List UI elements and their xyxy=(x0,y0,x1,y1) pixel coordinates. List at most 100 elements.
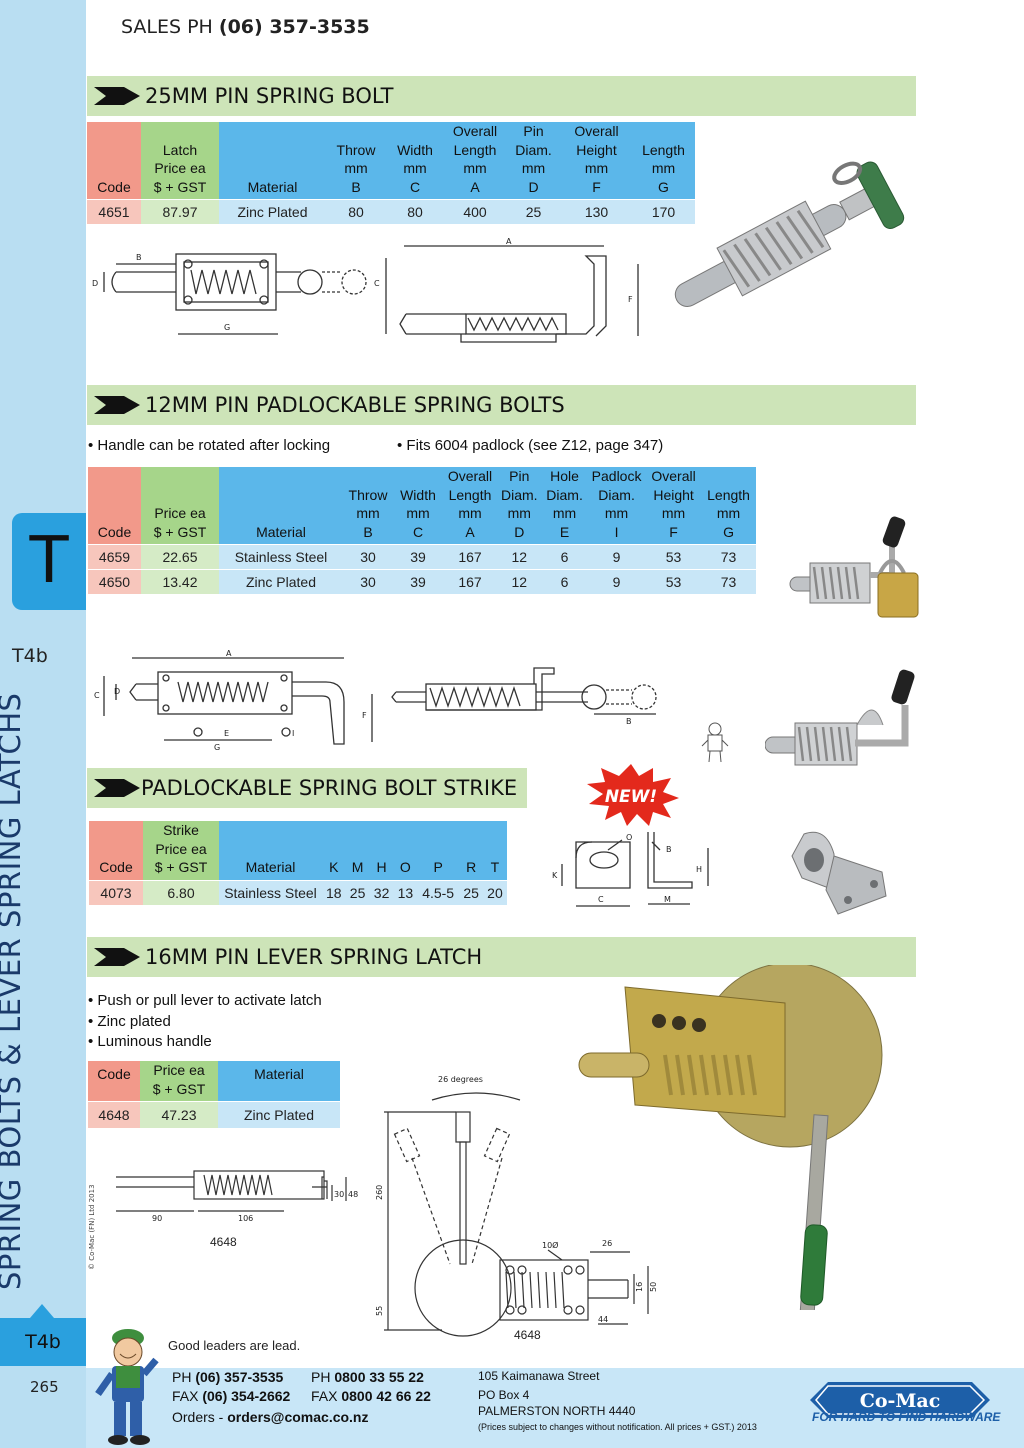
footer-tagline: Good leaders are lead. xyxy=(168,1338,301,1353)
col-header: O xyxy=(393,821,418,880)
col-header: Material xyxy=(219,821,322,880)
col-header: Code xyxy=(89,821,143,880)
dim-label-d: D xyxy=(92,279,98,288)
dim-label-44: 44 xyxy=(598,1315,608,1324)
ph-value: (06) 357-3535 xyxy=(195,1369,284,1385)
copyright-text: © Co-Mac (FN) Ltd 2013 xyxy=(88,1184,96,1270)
dim-label-d: D xyxy=(114,687,120,696)
table-row: 4650 13.42 Zinc Plated 30 39 167 12 6 9 … xyxy=(88,569,756,594)
col-header: Material xyxy=(219,122,326,200)
dim-label-a: A xyxy=(506,237,512,246)
table-row: 4648 47.23 Zinc Plated xyxy=(88,1101,340,1128)
cell: 400 xyxy=(444,199,506,224)
section3-title: PADLOCKABLE SPRING BOLT STRIKE xyxy=(141,776,518,800)
dim-label-260: 260 xyxy=(375,1185,384,1200)
section2-bullet-1: • Handle can be rotated after locking xyxy=(88,437,331,454)
section1-title: 25MM PIN SPRING BOLT xyxy=(145,84,394,108)
bullet-item: • Luminous handle xyxy=(88,1033,212,1050)
footer-phone-1: PH (06) 357-3535 xyxy=(172,1369,283,1385)
col-header: K xyxy=(322,821,346,880)
cell: 12 xyxy=(497,544,542,570)
cell: Stainless Steel xyxy=(219,879,322,905)
drawing-caption-right: 4648 xyxy=(514,1328,541,1342)
spring-bolt-photo xyxy=(674,161,905,308)
fax-value: (06) 354-2662 xyxy=(202,1388,291,1404)
dim-label-16: 16 xyxy=(635,1282,644,1292)
page-number: 265 xyxy=(30,1378,59,1396)
cell: 25 xyxy=(459,879,484,905)
footer-disclaimer: (Prices subject to changes without notif… xyxy=(478,1422,757,1432)
cell: 13.42 xyxy=(141,569,219,594)
bullet-item: • Push or pull lever to activate latch xyxy=(88,992,322,1009)
spring-bolt-strike-photo xyxy=(791,831,887,915)
drawing-caption-left: 4648 xyxy=(210,1235,237,1249)
ph-value: 0800 33 55 22 xyxy=(334,1369,424,1385)
section1-technical-drawing: B D G C A F xyxy=(92,237,639,343)
dim-label-o: O xyxy=(626,833,632,842)
section4-spec-table: Code Price ea$ + GST Material 4648 47.23… xyxy=(88,1061,340,1128)
sidebar xyxy=(0,0,86,1448)
orders-email-link[interactable]: orders@comac.co.nz xyxy=(227,1409,369,1425)
cell: 32 xyxy=(369,879,394,905)
col-header: R xyxy=(459,821,484,880)
dim-label-50: 50 xyxy=(649,1282,658,1292)
dim-label-degrees: 26 degrees xyxy=(438,1075,483,1084)
dim-label-b: B xyxy=(626,717,632,726)
dim-label-f: F xyxy=(628,295,633,304)
cell: 18 xyxy=(322,879,346,905)
dim-label-c: C xyxy=(374,279,380,288)
col-header: Code xyxy=(88,467,141,545)
section3-technical-drawing: O K C B H M xyxy=(552,832,709,907)
cell: Stainless Steel xyxy=(219,544,343,570)
dim-label-k: K xyxy=(552,871,558,880)
col-header: T xyxy=(483,821,507,880)
table-row: 4073 6.80 Stainless Steel 18 25 32 13 4.… xyxy=(89,879,507,905)
dim-label-90: 90 xyxy=(152,1214,162,1223)
mechanic-mascot-icon xyxy=(95,1329,159,1445)
cell: 4648 xyxy=(88,1101,140,1128)
cell: 6 xyxy=(541,544,588,570)
dim-label-b: B xyxy=(666,845,672,854)
cell: 25 xyxy=(506,199,561,224)
cell: 30 xyxy=(343,544,393,570)
logo-text: Co-Mac xyxy=(860,1390,941,1412)
dim-label-m: M xyxy=(664,895,671,904)
arrow-icon xyxy=(94,87,140,105)
logo-tagline: FOR HARD TO FIND HARDWARE xyxy=(812,1410,1001,1424)
fax-value: 0800 42 66 22 xyxy=(341,1388,431,1404)
cell: 13 xyxy=(393,879,418,905)
vertical-title-text: SPRING BOLTS & LEVER SPRING LATCHS xyxy=(0,692,27,1290)
new-badge-text: NEW! xyxy=(605,787,657,807)
dim-label-30: 30 xyxy=(334,1190,344,1199)
lever-latch-front-drawing: 26 degrees 260 55 10Ø 26 16 50 44 xyxy=(375,1075,658,1337)
cell: 73 xyxy=(701,544,756,570)
cell: 80 xyxy=(326,199,386,224)
col-header: Material xyxy=(219,467,343,545)
col-header: Material xyxy=(218,1061,340,1102)
cell: 6 xyxy=(541,569,588,594)
section-code-bottom: T4b xyxy=(0,1318,86,1366)
cell: 167 xyxy=(443,569,497,594)
section4-title: 16MM PIN LEVER SPRING LATCH xyxy=(145,945,483,969)
col-header: M xyxy=(345,821,370,880)
ph-label: PH xyxy=(311,1369,335,1385)
cell: 12 xyxy=(497,569,542,594)
dim-label-10: 10Ø xyxy=(542,1240,558,1250)
section2-title-bar: 12MM PIN PADLOCKABLE SPRING BOLTS xyxy=(87,385,916,425)
